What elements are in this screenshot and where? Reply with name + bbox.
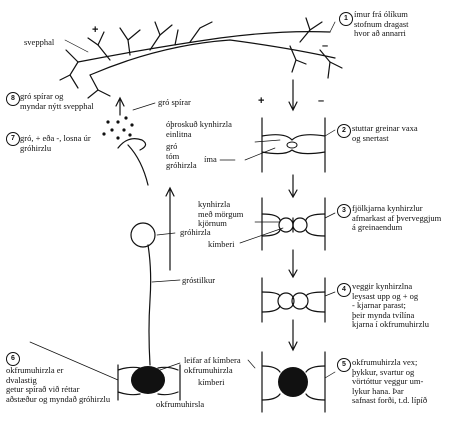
label-kimberi-bottom: kímberi [198,377,225,387]
sporangiophore-stalk [147,244,152,366]
empty-sporangium-stalk [127,144,149,186]
stage-number-7: 7 [6,132,20,146]
zygospore-right [278,367,308,397]
label-kimberi-top: kímberi [208,239,235,249]
minus-sign-top: – [322,40,329,52]
label-gro-spirar: gró spírar [158,97,191,107]
stage-number-3: 3 [337,204,351,218]
stage-number-8: 8 [6,92,20,106]
empty-sporangium [117,138,147,151]
sporangium-circle [130,222,156,248]
plus-sign-top: + [92,24,99,36]
stage5-hyphae [261,351,326,413]
stage-number-4: 4 [337,283,351,297]
label-svepphal: svepphal [24,37,55,47]
stage-number-6: 6 [6,352,20,366]
label-leader-lines [29,21,336,381]
label-grohirzla: gróhirzla [180,227,211,237]
spores [102,116,134,140]
plus-sign-stage2: + [258,95,265,107]
stage3-hyphae [261,197,326,251]
zygospore-left [131,366,165,394]
stage-number-2: 2 [337,124,351,138]
label-grostilkur: gróstilkur [182,275,216,285]
label-ima: íma [204,154,217,164]
stage-number-5: 5 [337,358,351,372]
stage2-hyphae [261,117,326,173]
minus-sign-stage2: – [318,95,325,107]
mycelium-branches [59,17,343,99]
stage-number-1: 1 [339,12,353,26]
label-okfrumuhirsla: okfrumuhirsla [156,399,205,409]
stage4-hyphae [261,277,326,323]
progression-arrows [288,79,298,352]
